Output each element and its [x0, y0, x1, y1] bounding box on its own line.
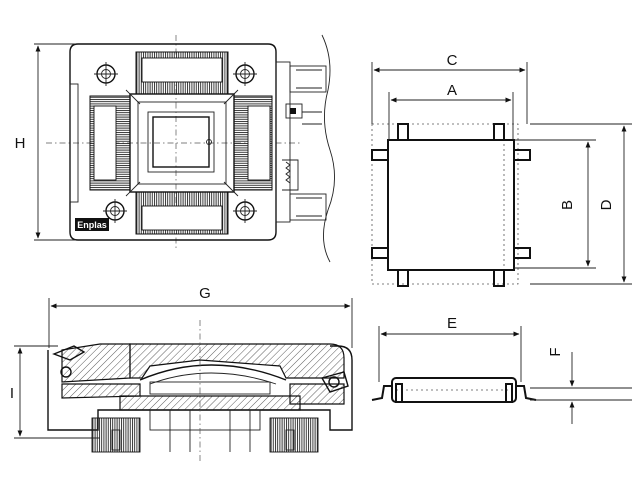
screw-top-left: [94, 62, 118, 86]
dim-label-d: D: [598, 199, 615, 210]
dim-label-i: I: [10, 385, 14, 402]
svg-text:Enplas: Enplas: [77, 220, 107, 230]
dim-label-f: F: [547, 347, 564, 356]
brand-logo: Enplas: [75, 218, 109, 231]
dim-label-g: G: [199, 285, 211, 302]
package-side-view: E F: [371, 315, 632, 424]
dim-label-h: H: [15, 135, 26, 152]
dim-label-a: A: [447, 82, 457, 99]
dim-label-e: E: [447, 315, 457, 332]
dim-label-b: B: [559, 200, 576, 210]
socket-top-view: Enplas H: [15, 34, 335, 263]
screw-bottom-left: [103, 199, 127, 223]
latch-mechanism: [275, 61, 327, 223]
screw-bottom-right: [233, 199, 257, 223]
screw-top-right: [233, 62, 257, 86]
package-top-view: C A B D: [371, 52, 632, 287]
socket-section-view: G I: [10, 285, 353, 462]
dim-label-c: C: [447, 52, 458, 69]
